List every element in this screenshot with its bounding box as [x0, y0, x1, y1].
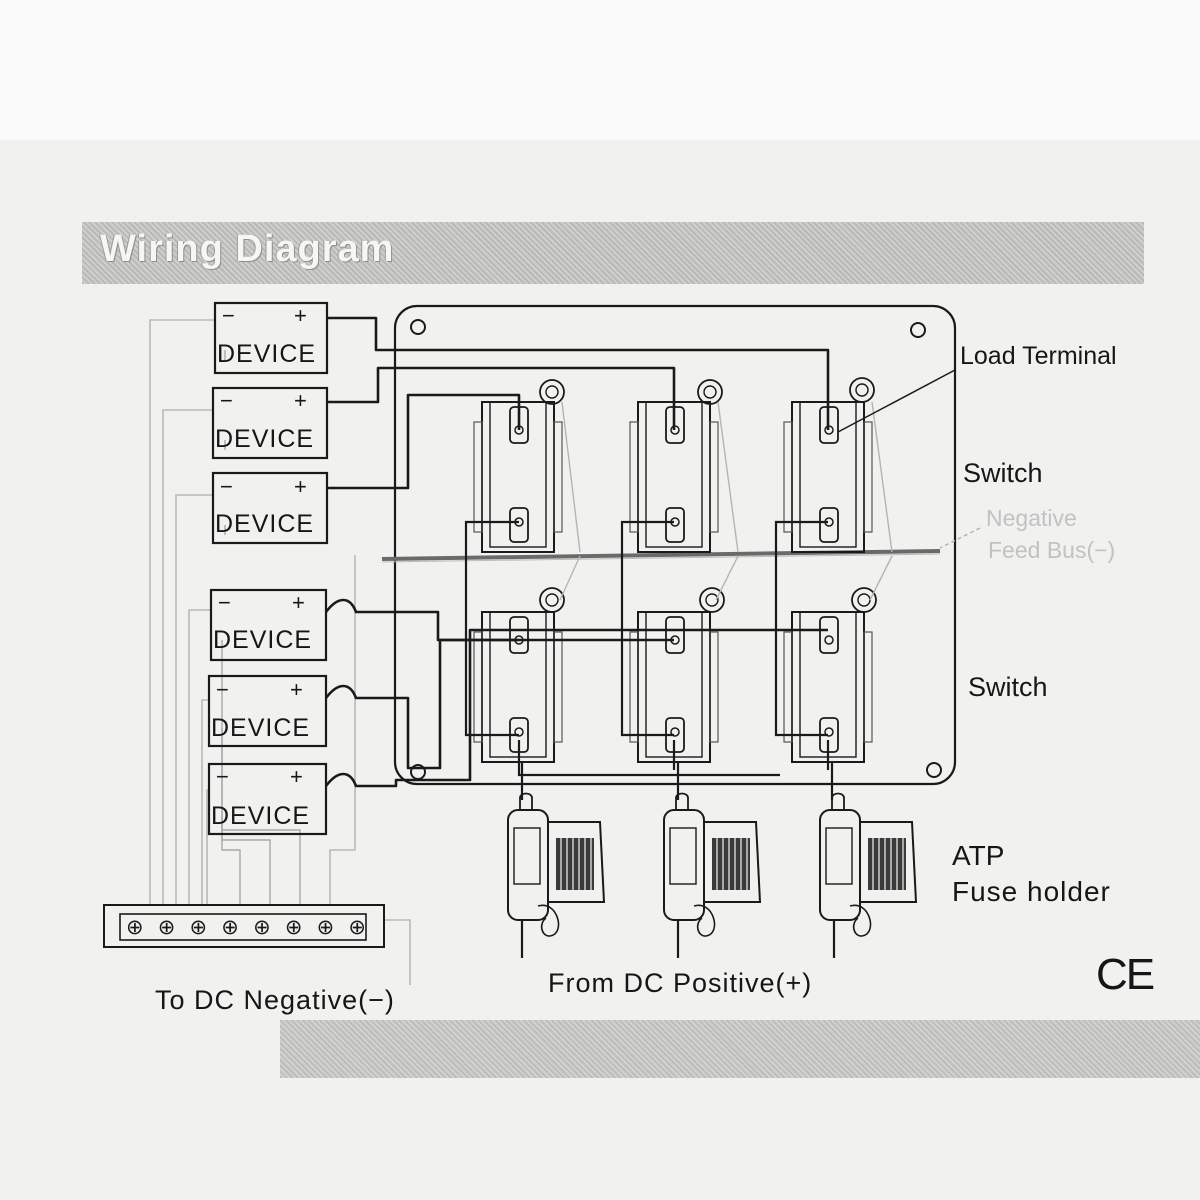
device-plus-sign: +	[294, 474, 307, 499]
device-plus-sign: +	[294, 388, 307, 413]
panel-screw-hole	[926, 762, 942, 778]
device-label: DEVICE	[215, 510, 315, 538]
dc-negative-label: To DC Negative(−)	[155, 985, 395, 1015]
switch-bottom-label: Switch	[968, 672, 1048, 702]
device-minus-sign: −	[216, 764, 229, 789]
background-page-top	[0, 0, 1200, 150]
device-label: DEVICE	[217, 340, 317, 368]
negative-bus-leader	[939, 527, 981, 549]
device-minus-sign: −	[220, 388, 233, 413]
atp-label: ATP	[952, 840, 1005, 871]
terminal-screw-icon: ⊕	[284, 915, 303, 939]
terminal-screw-icon: ⊕	[316, 915, 335, 939]
device-plus-sign: +	[292, 590, 305, 615]
negative-feed-bus-label: Feed Bus(−)	[988, 537, 1116, 563]
negative-wires	[149, 319, 411, 985]
device-minus-sign: −	[216, 677, 229, 702]
load-terminal-label: Load Terminal	[960, 342, 1117, 370]
section-header-bar	[82, 222, 1144, 284]
panel-screw-hole	[410, 319, 426, 335]
switch-panel	[393, 304, 957, 786]
switch-top-label: Switch	[963, 458, 1043, 488]
device-plus-sign: +	[290, 764, 303, 789]
switch-jumpers	[464, 520, 830, 777]
device-minus-sign: −	[222, 303, 235, 328]
terminal-screw-icon: ⊕	[126, 915, 144, 939]
device-label: DEVICE	[211, 802, 311, 830]
load-terminal-leader	[837, 369, 956, 433]
dc-positive-label: From DC Positive(+)	[548, 968, 813, 998]
device-minus-sign: −	[220, 474, 233, 499]
terminal-screw-icon: ⊕	[253, 915, 271, 939]
terminal-screws: ⊕ ⊕ ⊕ ⊕ ⊕ ⊕ ⊕ ⊕	[126, 912, 366, 942]
terminal-screw-icon: ⊕	[348, 915, 366, 939]
next-section-bar	[280, 1020, 1200, 1078]
switch	[629, 379, 723, 553]
terminal-screw-icon: ⊕	[157, 915, 176, 939]
panel-screw-hole	[910, 322, 926, 338]
led-ground-wires	[559, 401, 893, 601]
switch	[473, 587, 565, 763]
terminal-screw-icon: ⊕	[189, 915, 208, 939]
atp-fuse-holder	[507, 792, 606, 958]
device-label: DEVICE	[213, 626, 313, 654]
device-plus-sign: +	[294, 303, 307, 328]
leader-lines	[837, 369, 981, 549]
device-box-outlines	[207, 301, 329, 836]
atp-fuse-holder	[663, 792, 762, 958]
device-label: DEVICE	[215, 425, 315, 453]
ce-mark: CE	[1096, 950, 1155, 999]
device-minus-sign: −	[218, 590, 231, 615]
terminal-screw-icon: ⊕	[221, 915, 239, 939]
device-label: DEVICE	[211, 714, 311, 742]
switch	[783, 587, 877, 763]
terminal-block	[103, 904, 385, 948]
load-wires	[324, 316, 830, 788]
atp-fuse-holder	[819, 792, 918, 958]
fuse-holder-label: Fuse holder	[952, 876, 1111, 907]
negative-feed-bus-label: Negative	[986, 505, 1077, 531]
section-title: Wiring Diagram	[100, 228, 395, 270]
device-plus-sign: +	[290, 677, 303, 702]
